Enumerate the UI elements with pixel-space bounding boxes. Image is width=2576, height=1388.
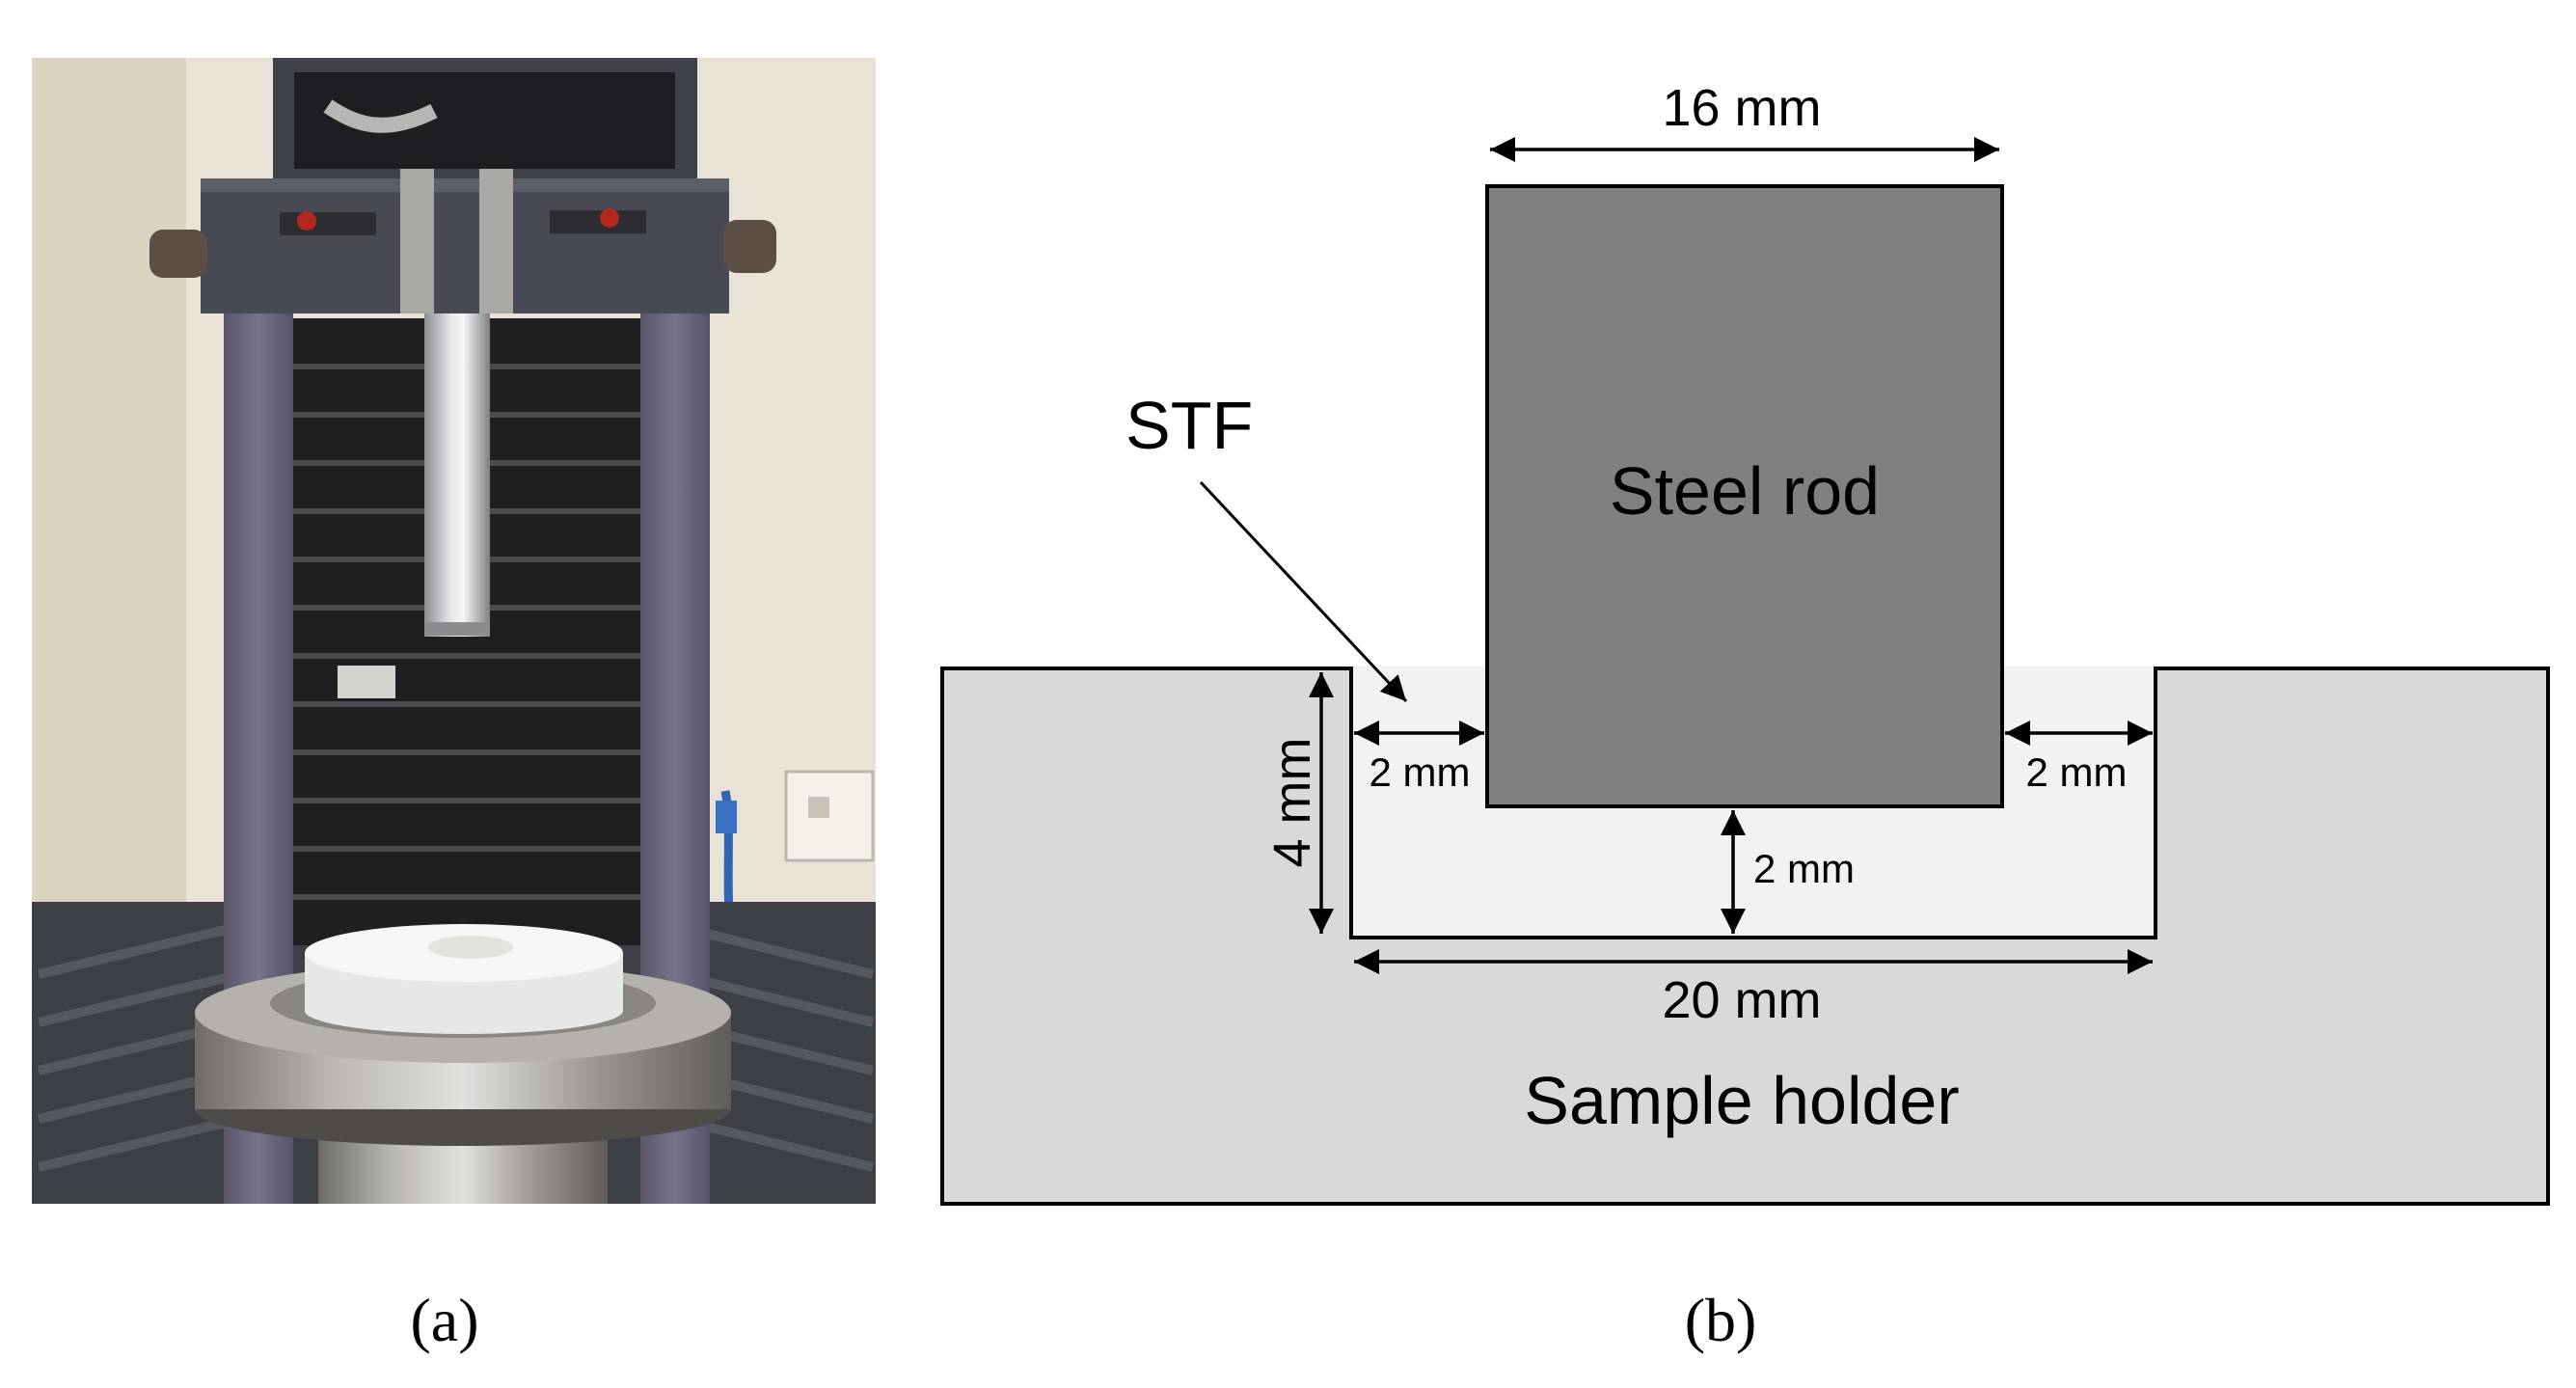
- left-screw: [297, 211, 316, 231]
- test-rod-tip: [424, 622, 490, 636]
- right-clamp: [479, 169, 513, 313]
- left-clamp: [400, 169, 434, 313]
- panel-b-diagram: Steel rod Sample holder STF 16 mm 20 mm …: [940, 79, 2550, 1206]
- steel-rod: [1485, 184, 2004, 808]
- right-knob: [723, 220, 776, 273]
- caption-a: (a): [410, 1286, 478, 1354]
- cable-plug: [716, 801, 737, 833]
- steel-rod-label: Steel rod: [1610, 453, 1880, 529]
- crosshead: [201, 178, 729, 313]
- crosshead-highlight: [201, 178, 729, 192]
- bellows-label-patch: [338, 666, 395, 698]
- sample-disk-well: [428, 936, 513, 959]
- right-screw: [600, 208, 619, 228]
- bottom-gap-label: 2 mm: [1753, 846, 1855, 891]
- left-slot: [280, 212, 376, 235]
- wall-socket-inner: [808, 797, 829, 818]
- right-slot: [550, 210, 646, 233]
- well-width-label: 20 mm: [1662, 971, 1821, 1029]
- sample-disk-bottom: [305, 988, 623, 1034]
- rod-width-label: 16 mm: [1662, 79, 1821, 137]
- upper-frame-cable: [323, 99, 438, 133]
- left-knob: [149, 230, 207, 278]
- left-gap-label: 2 mm: [1369, 749, 1471, 795]
- sample-holder-label: Sample holder: [1524, 1063, 1959, 1138]
- wall-socket: [784, 770, 875, 862]
- stf-leader-arrow: [1199, 480, 1408, 703]
- caption-b: (b): [1685, 1286, 1757, 1354]
- panel-a-photo: [32, 58, 876, 1204]
- stf-label: STF: [1125, 388, 1253, 463]
- well-depth-label: 4 mm: [1263, 738, 1321, 868]
- test-rod: [424, 313, 490, 637]
- right-gap-label: 2 mm: [2026, 749, 2128, 795]
